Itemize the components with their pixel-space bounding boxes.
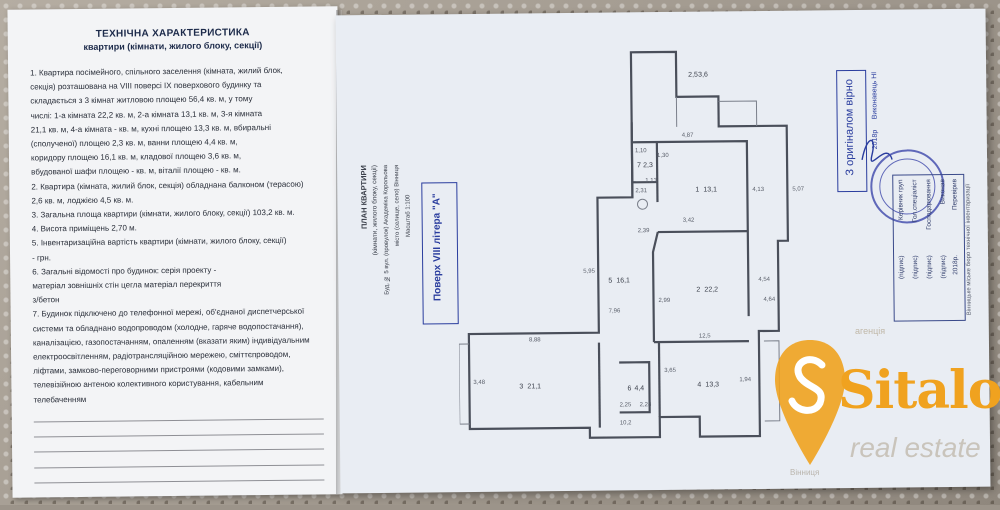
- plan-wall: [599, 343, 600, 428]
- bti-role: Виконав: [939, 179, 946, 204]
- room-number: 7: [637, 162, 641, 169]
- dimension-label: 4,87: [682, 133, 694, 139]
- bti-role: Господарювання: [925, 179, 933, 230]
- plan-caption-scale: Масштаб 1:100: [405, 195, 411, 237]
- room-area: 21,1: [527, 383, 541, 390]
- room-number: 5: [608, 278, 612, 285]
- bti-status: (підпис): [940, 255, 947, 279]
- dimension-label: 4,64: [763, 297, 775, 303]
- handwritten-note: Виконавець НІ: [871, 72, 878, 120]
- room-number: 4: [697, 382, 701, 389]
- dimension-label: 1,10: [635, 148, 647, 154]
- certified-copy-text: З оригіналом вірно: [843, 79, 856, 176]
- dimension-label: 3,48: [473, 380, 485, 386]
- room-area: 2,3: [643, 162, 653, 169]
- bti-caption: Вінницьке міське бюро технічної інвентар…: [965, 184, 972, 315]
- watermark-city: Вінниця: [790, 468, 819, 477]
- room-label: 2,5: [688, 72, 698, 79]
- plan-wall: [654, 341, 749, 342]
- dimension-label: 5,07: [792, 187, 804, 193]
- bti-status: 2018р.: [952, 255, 959, 275]
- plan-balcony-line: [676, 96, 756, 127]
- room-area: 16,1: [616, 277, 630, 284]
- dimension-label: 2,99: [658, 298, 670, 304]
- room-area: 3,6: [698, 72, 708, 79]
- plan-caption: ПЛАН КВАРТИРИ (кімнати, жилого блоку, се…: [357, 165, 419, 336]
- plan-wall: [632, 122, 633, 197]
- room-area: 13,3: [705, 381, 719, 388]
- room-area: 4,4: [634, 385, 644, 392]
- dimension-label: 1,30: [657, 153, 669, 159]
- watermark-brand: Sitalo: [838, 360, 1000, 421]
- bti-status: (підпис): [898, 255, 905, 279]
- page-title: ТЕХНІЧНА ХАРАКТЕРИСТИКА: [8, 26, 338, 40]
- dimension-label: 5,95: [583, 269, 595, 275]
- plan-caption-title: ПЛАН КВАРТИРИ: [359, 165, 369, 229]
- dimension-label: 2,25: [620, 402, 632, 408]
- floor-stamp-text: Поверх VIII літера "А": [431, 193, 443, 301]
- plan-caption-address: Буд. № 5 вул. (провулок) Академіка Корол…: [383, 165, 390, 295]
- dimension-label: 2,31: [635, 188, 647, 194]
- bti-role: Керівник груп: [897, 179, 904, 220]
- plan-caption-city: місто (селище, село) Вінниця: [394, 165, 401, 246]
- dimension-label: 7,96: [609, 308, 621, 314]
- dimension-label: 8,88: [529, 337, 541, 343]
- floor-plan-drawing: 2,5 3,6 1 13,1 2 22,2 3 21,1 4 13,3 5 16…: [456, 40, 820, 464]
- dimension-label: 4,54: [758, 277, 770, 283]
- bti-signature-table: Керівник груп (підпис) Гол.спеціаліст (п…: [892, 174, 966, 322]
- characteristics-list: 1. Квартира посімейного, спільного засел…: [30, 63, 329, 497]
- room-area: 13,1: [703, 186, 717, 193]
- watermark-agency: агенція: [855, 326, 885, 336]
- room-number: 6: [627, 385, 631, 392]
- dimension-label: 3,65: [664, 368, 676, 374]
- dimension-label: 12,5: [699, 333, 711, 339]
- technical-characteristics-page: ТЕХНІЧНА ХАРАКТЕРИСТИКА квартири (кімнат…: [7, 6, 342, 497]
- plan-wall: [653, 232, 659, 342]
- room-number: 3: [519, 383, 523, 390]
- bti-status: (підпис): [912, 255, 919, 279]
- dimension-label: 10,2: [620, 420, 632, 426]
- plan-wall: [659, 342, 660, 417]
- room-number: 1: [695, 187, 699, 194]
- plan-caption-subtitle: (кімнати, жилого блоку, секції): [371, 165, 379, 255]
- dimension-label: 2,28: [640, 402, 652, 408]
- dimension-label: 1,13: [645, 178, 657, 184]
- room-area: 22,2: [704, 286, 718, 293]
- dimension-label: 3,42: [683, 218, 695, 224]
- bti-role: Гол.спеціаліст: [911, 179, 918, 222]
- dimension-label: 2,39: [638, 228, 650, 234]
- dimension-label: 4,13: [752, 187, 764, 193]
- bti-status: (підпис): [926, 255, 933, 279]
- plan-wall: [658, 231, 748, 232]
- watermark-tagline: real estate: [850, 432, 981, 464]
- floor-stamp: Поверх VIII літера "А": [421, 182, 458, 324]
- plan-marker-circle: [637, 199, 647, 209]
- dimension-label: 1,94: [739, 377, 751, 383]
- room-number: 2: [696, 287, 700, 294]
- plan-wall: [657, 142, 658, 202]
- page-subtitle: квартири (кімнати, жилого блоку, секції): [8, 39, 338, 52]
- bti-role: Перевірив: [951, 179, 958, 210]
